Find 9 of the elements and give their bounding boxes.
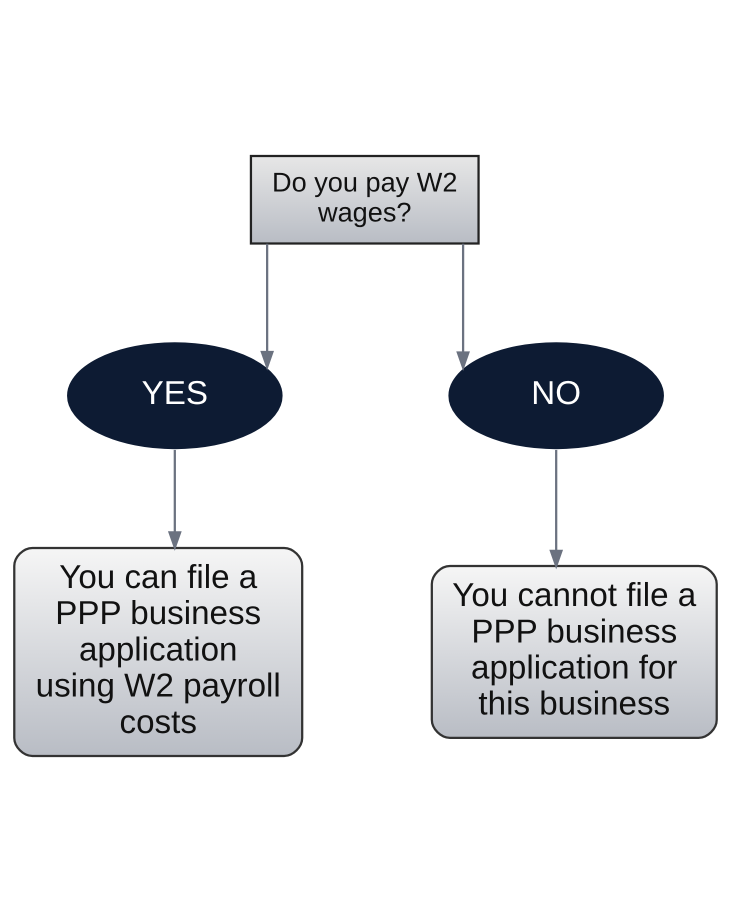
node-box: You cannot file a PPP business application for this business (430, 564, 718, 738)
node-ellipse: NO (446, 340, 666, 450)
node-box: Do you pay W2 wages? (250, 154, 480, 244)
node-ellipse: YES (66, 340, 284, 450)
arrow (549, 450, 564, 569)
node-box: You can file a PPP business application using W2 payroll costs (13, 546, 304, 757)
arrow (168, 450, 182, 550)
arrow (260, 243, 274, 370)
arrow (456, 243, 470, 371)
